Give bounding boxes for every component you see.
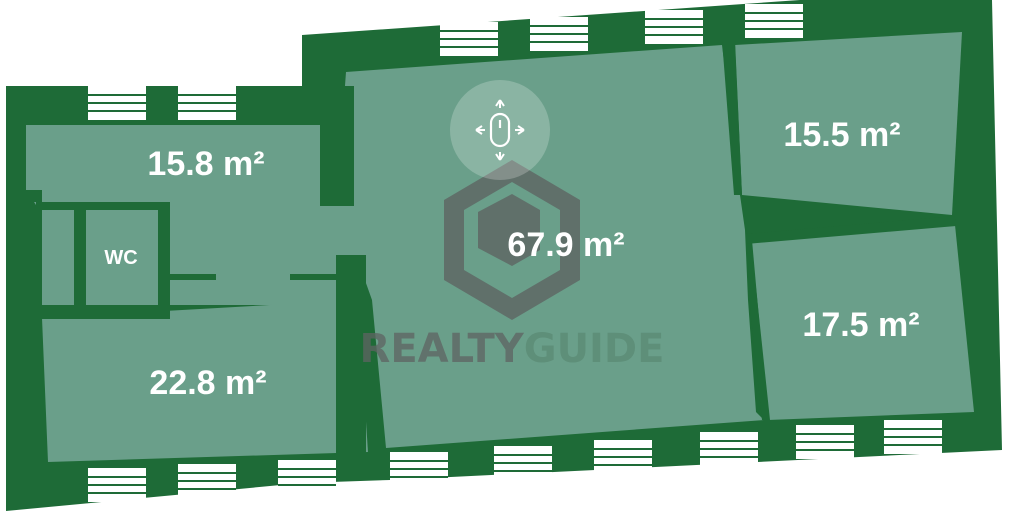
arrow-left [475, 125, 485, 135]
window [745, 4, 803, 38]
window [594, 440, 652, 474]
window [440, 22, 498, 56]
room-22-8 [42, 300, 368, 462]
arrow-down [495, 152, 505, 161]
icon-circle [450, 80, 550, 180]
wall-partition [722, 40, 742, 195]
window [278, 460, 336, 494]
window [494, 446, 552, 480]
door-jamb [26, 190, 42, 202]
wc-wall [36, 202, 170, 210]
wall-partition [748, 288, 770, 420]
window [530, 17, 588, 51]
door-jamb [290, 274, 338, 280]
arrow-right [515, 125, 525, 135]
window [884, 420, 942, 454]
window [178, 464, 236, 498]
door-jamb [170, 274, 216, 280]
mouse-body [489, 112, 511, 148]
watermark-text: REALTYGUIDE [360, 326, 665, 372]
window [796, 425, 854, 459]
wc-wall [36, 202, 42, 318]
window [88, 86, 146, 120]
window [700, 432, 758, 466]
wc-wall [74, 202, 86, 310]
watermark-word-guide: GUIDE [524, 326, 665, 372]
mouse-drag-icon [450, 80, 550, 180]
window [390, 452, 448, 486]
room-area-label: WC [104, 247, 137, 269]
room-area-label: 22.8 m² [149, 364, 266, 402]
windows [88, 4, 942, 502]
room-fills [26, 32, 974, 462]
room-area-label: 67.9 m² [507, 226, 624, 264]
room-17-5 [752, 225, 974, 420]
wc-wall [158, 202, 170, 310]
room-15-5 [735, 32, 962, 215]
window [645, 10, 703, 44]
window [178, 86, 236, 120]
hexagon-logo-icon [444, 160, 580, 320]
corridor-link [322, 208, 358, 260]
watermark-word-realty: REALTY [360, 326, 525, 372]
arrow-up [495, 99, 505, 108]
room-wc-area [36, 205, 340, 305]
window [88, 468, 146, 502]
room-area-label: 15.8 m² [147, 145, 264, 183]
wall-partition [746, 216, 956, 244]
room-15-8 [26, 125, 328, 205]
wall-partition [320, 86, 354, 206]
wc-wall [36, 305, 170, 319]
interior-walls [26, 40, 956, 480]
room-area-label: 17.5 m² [802, 306, 919, 344]
room-area-label: 15.5 m² [783, 116, 900, 154]
wall-partition [336, 255, 366, 480]
logo-cube [478, 194, 540, 266]
